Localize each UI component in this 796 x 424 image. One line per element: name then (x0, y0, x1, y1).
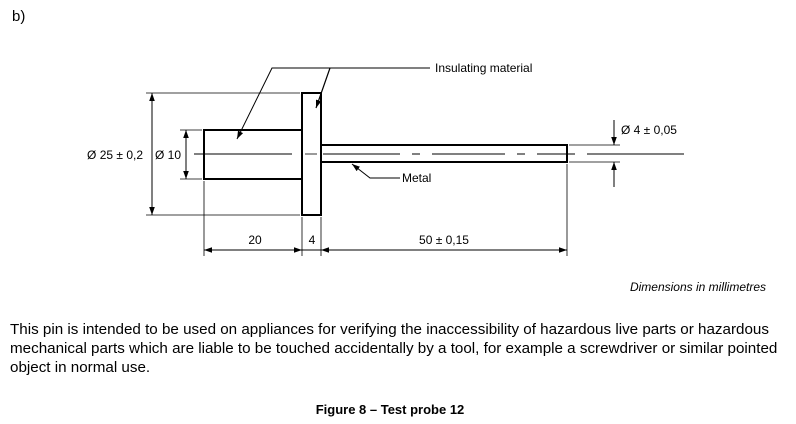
units-note: Dimensions in millimetres (629, 280, 766, 294)
metal-leader (351, 163, 400, 179)
leaders (236, 67, 430, 179)
handle-length-label: 20 (248, 233, 262, 247)
handle-diameter-label: Ø 10 (155, 148, 181, 162)
figure-title: Figure 8 – Test probe 12 (315, 402, 465, 417)
pin-length-label: 50 ± 0,15 (419, 233, 469, 247)
dimension-lines (149, 93, 617, 253)
insulating-material-leader-flange (315, 67, 331, 109)
flange-thickness-label: 4 (309, 233, 316, 247)
metal-label: Metal (402, 171, 431, 185)
insulating-material-label: Insulating material (435, 61, 532, 75)
insulating-material-leader (236, 67, 430, 140)
part-label: b) (12, 8, 26, 25)
extension-lines (146, 92, 620, 256)
outer-diameter-label: Ø 25 ± 0,2 (87, 148, 143, 162)
pin-diameter-label: Ø 4 ± 0,05 (621, 123, 677, 137)
description-paragraph: This pin is intended to be used on appli… (10, 321, 778, 376)
